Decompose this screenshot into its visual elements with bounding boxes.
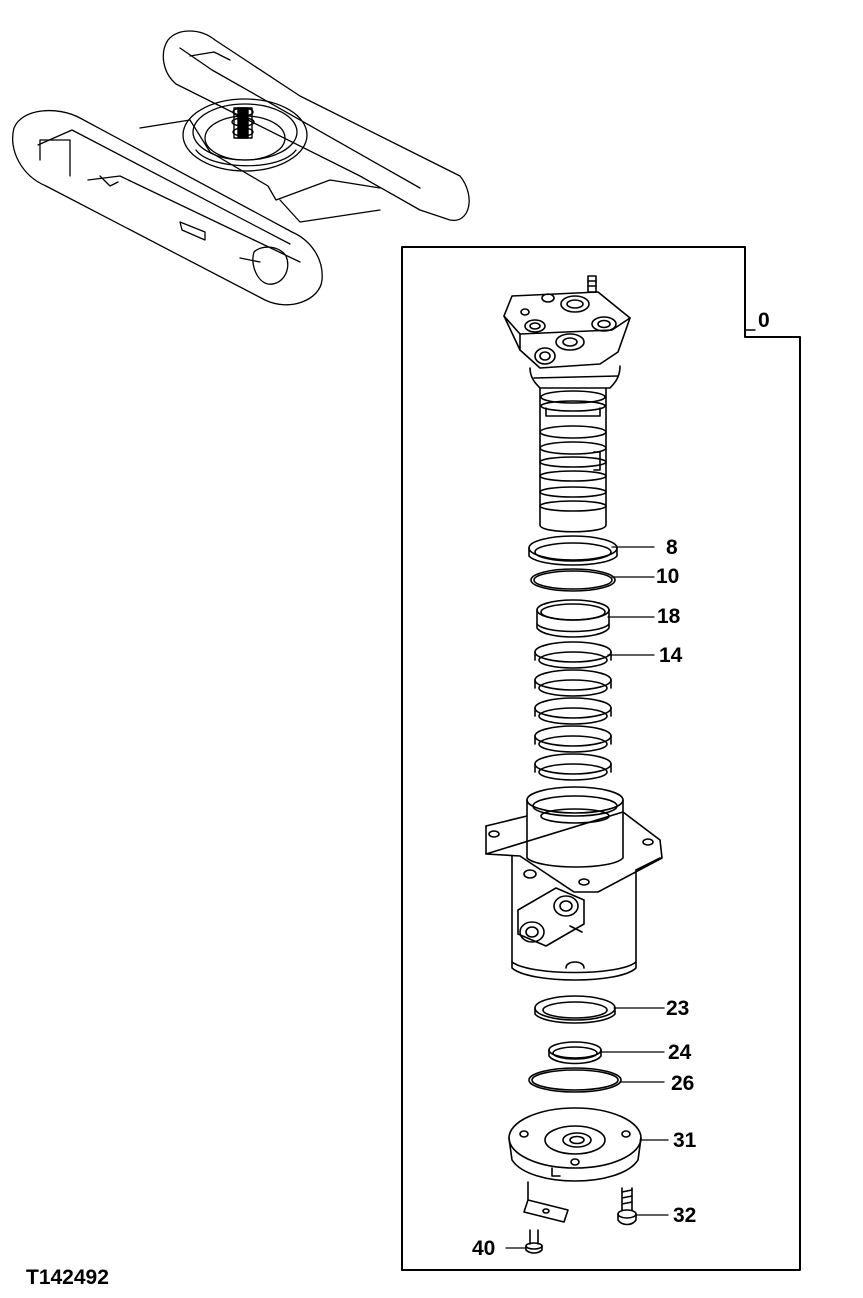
callout-10: 10 (656, 565, 680, 588)
callout-0: 0 (758, 309, 770, 332)
leader-lines (505, 546, 669, 1249)
undercarriage-overview (12, 30, 470, 306)
callout-26: 26 (671, 1072, 695, 1095)
callout-31: 31 (673, 1129, 697, 1152)
callout-32: 32 (673, 1204, 697, 1227)
seal-23 (534, 995, 616, 1024)
bushing-18 (536, 599, 610, 638)
bolt-40 (525, 1229, 543, 1254)
callout-8: 8 (666, 536, 678, 559)
o-ring-10 (530, 568, 616, 592)
callout-24: 24 (668, 1041, 692, 1064)
callout-14: 14 (659, 644, 683, 667)
rotary-joint-thumbnail-icon (231, 107, 255, 139)
bolt-32 (617, 1187, 637, 1226)
callout-23: 23 (666, 997, 690, 1020)
o-ring-26 (528, 1067, 622, 1093)
rotary-joint-housing (485, 786, 663, 981)
callout-40: 40 (472, 1237, 496, 1260)
rotary-joint-core (503, 275, 631, 533)
cover-31 (508, 1107, 642, 1182)
document-id: T142492 (26, 1266, 109, 1289)
callout-18: 18 (657, 605, 681, 628)
lock-plate (523, 1181, 569, 1223)
assembly-boundary-frame (401, 246, 801, 1271)
snap-ring-24 (548, 1041, 602, 1065)
seal-stack-14 (534, 641, 612, 781)
seal-ring-8 (528, 535, 618, 566)
